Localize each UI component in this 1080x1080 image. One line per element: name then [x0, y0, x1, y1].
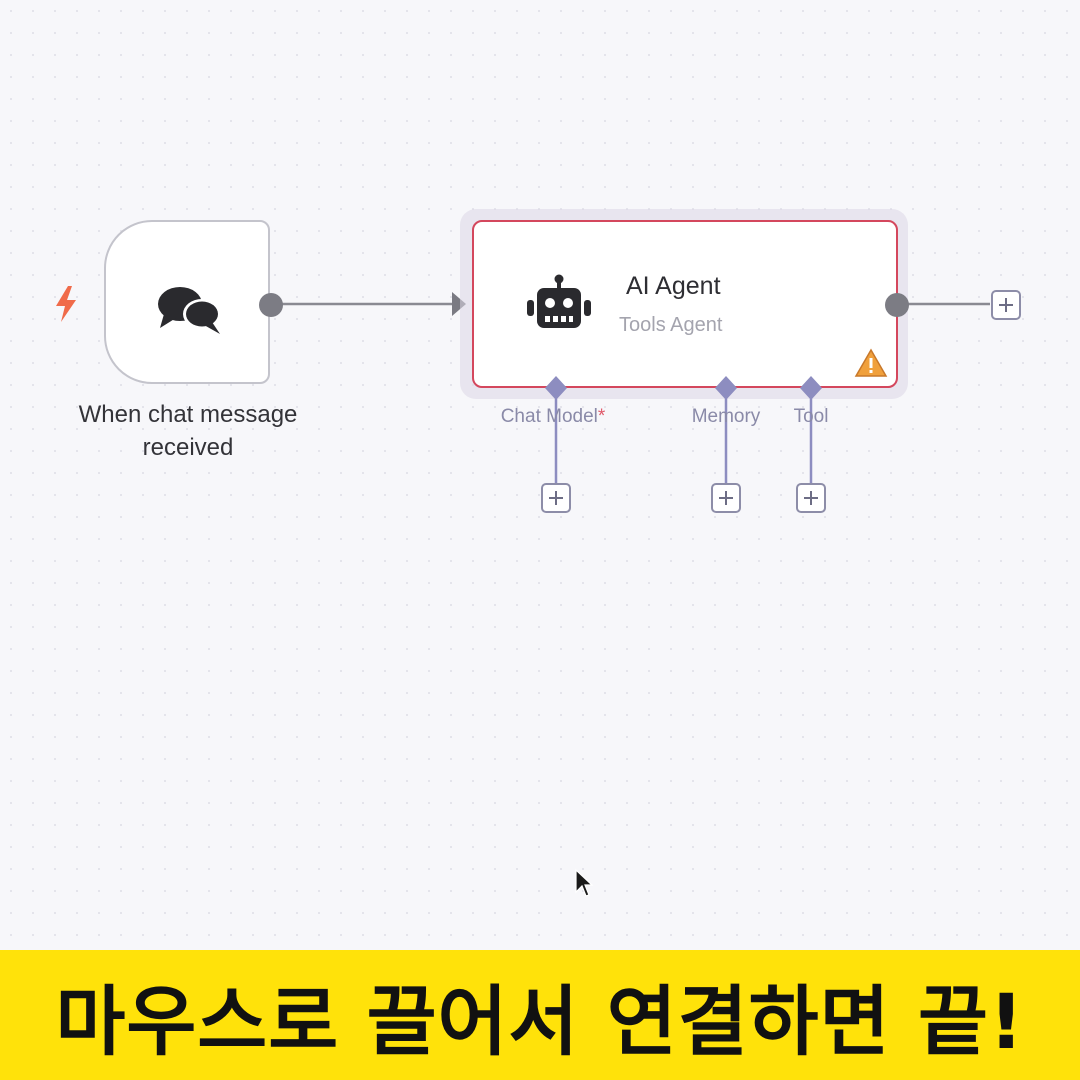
- add-chat-model-button[interactable]: [541, 483, 571, 513]
- trigger-node-label: When chat message received: [78, 401, 298, 461]
- port-chat-model-handle[interactable]: [544, 375, 568, 401]
- trigger-node[interactable]: [104, 220, 270, 384]
- agent-node-subtitle: Tools Agent: [619, 314, 723, 336]
- add-tool-button[interactable]: [796, 483, 826, 513]
- robot-icon: [527, 274, 591, 328]
- caption-text: 마우스로 끌어서 연결하면 끝!: [55, 977, 1025, 1066]
- port-memory-handle[interactable]: [714, 375, 738, 401]
- connection-arrowhead: [452, 292, 466, 316]
- port-label-memory: Memory: [691, 406, 761, 427]
- add-memory-button[interactable]: [711, 483, 741, 513]
- port-label-chat-model: Chat Model*: [500, 406, 606, 427]
- caption-banner: 마우스로 끌어서 연결하면 끝!: [0, 950, 1080, 1080]
- trigger-output-handle[interactable]: [256, 290, 286, 320]
- ai-agent-node[interactable]: AI Agent Tools Agent: [472, 220, 898, 388]
- mouse-cursor-icon: [575, 868, 594, 897]
- agent-node-title: AI Agent: [626, 272, 721, 300]
- workflow-canvas[interactable]: When chat message received AI Agent Tool…: [0, 0, 1080, 950]
- lightning-bolt-icon: [56, 286, 76, 322]
- connections-layer: [270, 292, 990, 484]
- add-next-node-button[interactable]: [991, 290, 1021, 320]
- chat-bubbles-icon: [158, 287, 221, 334]
- warning-icon[interactable]: [854, 348, 888, 378]
- port-tool-handle[interactable]: [799, 375, 823, 401]
- agent-output-handle[interactable]: [882, 290, 912, 320]
- port-label-tool: Tool: [793, 406, 829, 427]
